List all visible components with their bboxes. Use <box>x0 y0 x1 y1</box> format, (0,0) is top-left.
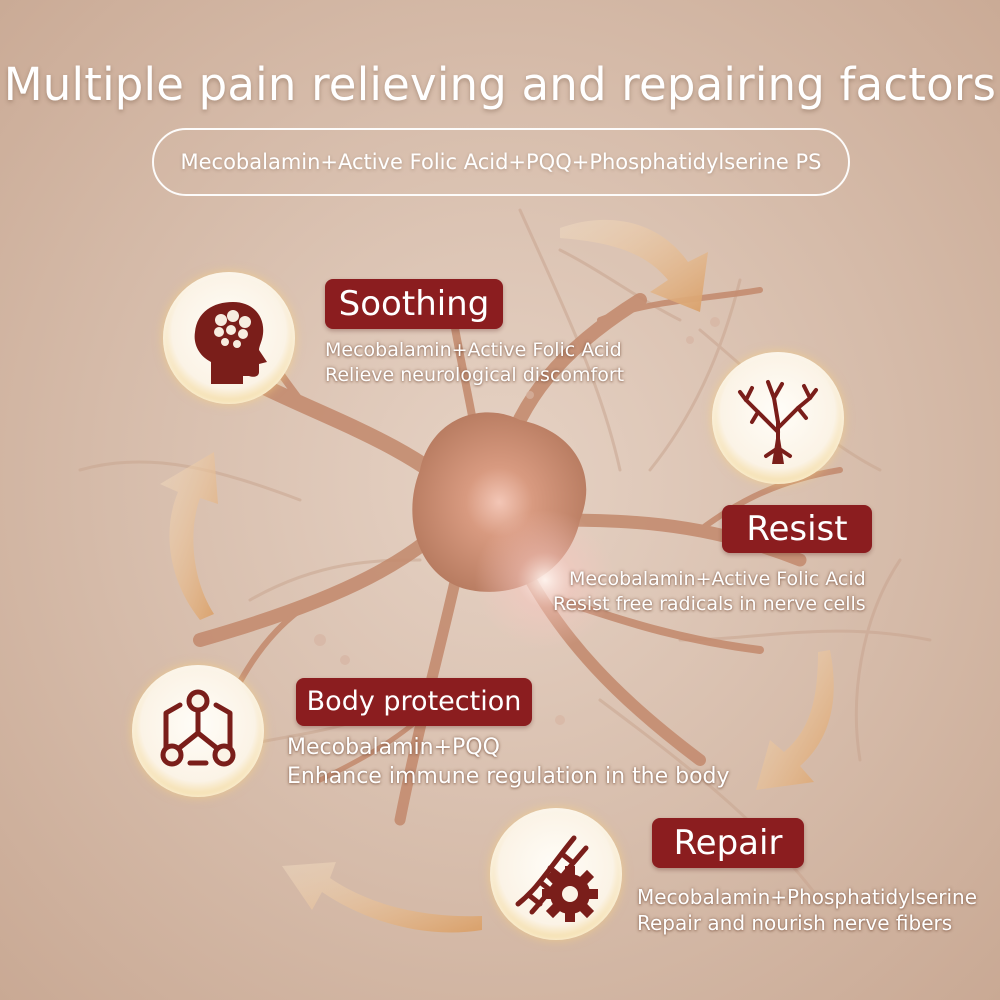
soothing-ingredients: Mecobalamin+Active Folic Acid <box>325 339 622 361</box>
page-title: Multiple pain relieving and repairing fa… <box>3 58 997 111</box>
resist-ingredients: Mecobalamin+Active Folic Acid <box>568 568 866 590</box>
brain-head-icon <box>194 302 267 384</box>
soothing-icon-badge <box>163 272 295 404</box>
soothing-benefit: Relieve neurological discomfort <box>325 363 625 386</box>
body-protection-ingredients: Mecobalamin+PQQ <box>287 735 500 760</box>
label-repair: Repair <box>652 818 804 868</box>
body-protection-icon-badge <box>132 665 264 797</box>
repair-ingredients: Mecobalamin+Phosphatidylserine <box>637 885 978 909</box>
ingredients-pill: Mecobalamin+Active Folic Acid+PQQ+Phosph… <box>152 128 850 196</box>
soothing-description: Mecobalamin+Active Folic Acid Relieve ne… <box>325 338 624 387</box>
resist-description: Mecobalamin+Active Folic Acid Resist fre… <box>553 567 866 616</box>
repair-icon-badge <box>490 808 622 940</box>
nerve-tree-icon <box>738 380 818 464</box>
label-resist: Resist <box>722 505 872 553</box>
label-body-protection: Body protection <box>296 678 532 726</box>
molecule-hexagon-icon <box>160 689 236 767</box>
resist-icon-badge <box>712 352 844 484</box>
resist-benefit: Resist free radicals in nerve cells <box>553 592 866 615</box>
body-protection-description: Mecobalamin+PQQ Enhance immune regulatio… <box>287 734 730 791</box>
repair-description: Mecobalamin+Phosphatidylserine Repair an… <box>637 884 977 936</box>
label-soothing: Soothing <box>325 279 503 329</box>
repair-benefit: Repair and nourish nerve fibers <box>637 911 953 935</box>
body-protection-benefit: Enhance immune regulation in the body <box>287 763 730 789</box>
dna-gear-icon <box>515 835 598 922</box>
